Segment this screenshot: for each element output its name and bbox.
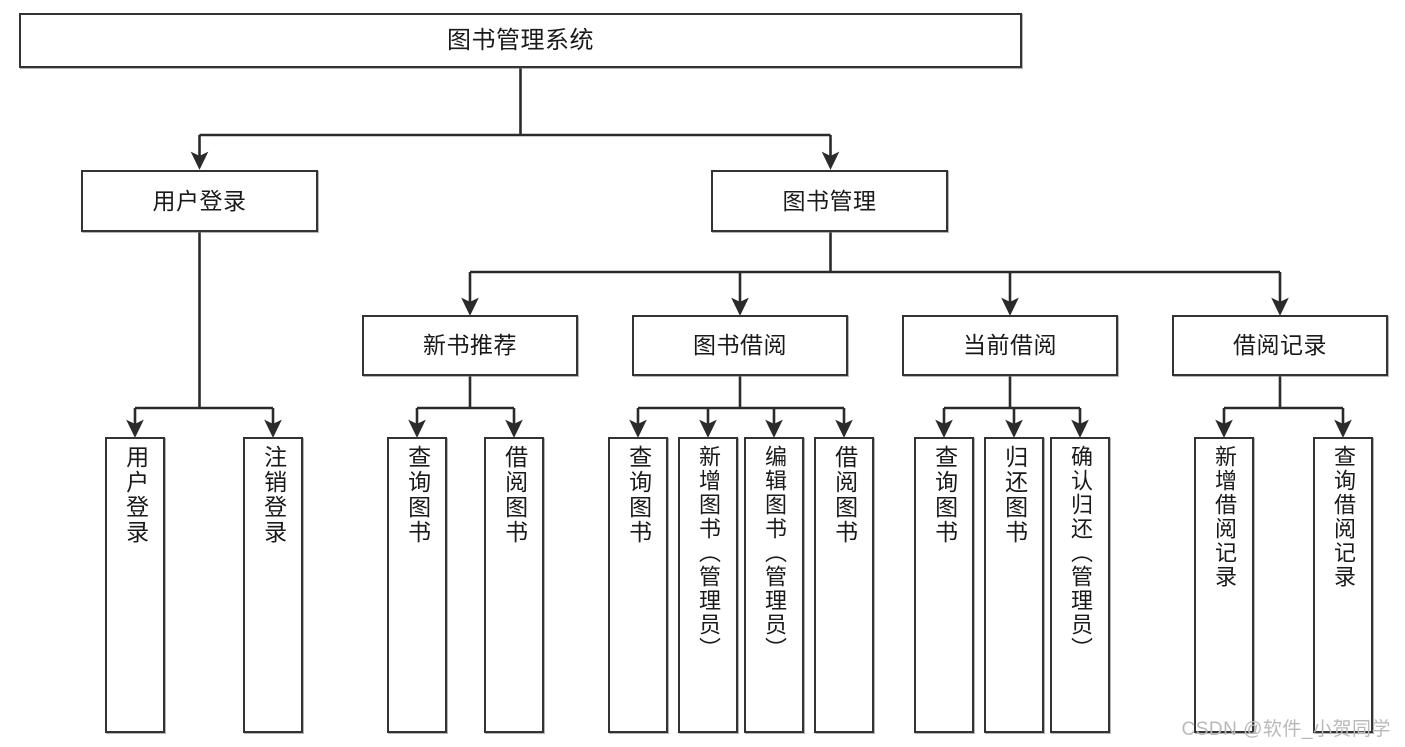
leaf-return-book[interactable]: 归还图书 xyxy=(984,437,1044,733)
leaf-edit-book-label: 编辑图书（管理员） xyxy=(761,445,787,661)
leaf-add-book-label: 新增图书（管理员） xyxy=(695,445,721,661)
leaf-user-login-label: 用户登录 xyxy=(122,445,149,545)
leaf-borrow-book-rec[interactable]: 借阅图书 xyxy=(484,437,544,733)
leaf-confirm-return[interactable]: 确认归还（管理员） xyxy=(1050,437,1110,733)
node-book-borrow-label: 图书借阅 xyxy=(693,332,787,359)
leaf-borrow-book[interactable]: 借阅图书 xyxy=(814,437,874,733)
leaf-query-book-current[interactable]: 查询图书 xyxy=(914,437,974,733)
node-book-manage-label: 图书管理 xyxy=(782,187,877,214)
csdn-watermark: CSDN @软件_小贺同学 xyxy=(1181,719,1391,740)
node-borrow-record-label: 借阅记录 xyxy=(1233,332,1327,359)
node-new-book-rec[interactable]: 新书推荐 xyxy=(362,315,578,376)
node-user-login[interactable]: 用户登录 xyxy=(81,170,318,232)
leaf-query-record[interactable]: 查询借阅记录 xyxy=(1313,437,1373,733)
node-book-manage[interactable]: 图书管理 xyxy=(711,170,948,232)
node-current-borrow-label: 当前借阅 xyxy=(963,332,1057,359)
node-borrow-record[interactable]: 借阅记录 xyxy=(1172,315,1388,376)
leaf-return-book-label: 归还图书 xyxy=(1001,445,1028,545)
leaf-query-record-label: 查询借阅记录 xyxy=(1330,445,1356,589)
leaf-add-record[interactable]: 新增借阅记录 xyxy=(1194,437,1254,733)
node-user-login-label: 用户登录 xyxy=(152,187,247,214)
leaf-add-book[interactable]: 新增图书（管理员） xyxy=(678,437,738,733)
leaf-logout-login[interactable]: 注销登录 xyxy=(243,437,303,733)
node-new-book-rec-label: 新书推荐 xyxy=(423,332,517,359)
leaf-query-book-rec[interactable]: 查询图书 xyxy=(387,437,447,733)
node-root-label: 图书管理系统 xyxy=(447,26,594,54)
leaf-query-book-rec-label: 查询图书 xyxy=(404,445,431,545)
leaf-edit-book[interactable]: 编辑图书（管理员） xyxy=(744,437,804,733)
leaf-confirm-return-label: 确认归还（管理员） xyxy=(1067,445,1093,661)
leaf-borrow-book-rec-label: 借阅图书 xyxy=(501,445,528,545)
node-book-borrow[interactable]: 图书借阅 xyxy=(632,315,848,376)
node-root[interactable]: 图书管理系统 xyxy=(19,13,1022,68)
node-current-borrow[interactable]: 当前借阅 xyxy=(902,315,1118,376)
leaf-query-book-borrow[interactable]: 查询图书 xyxy=(608,437,668,733)
leaf-query-book-current-label: 查询图书 xyxy=(931,445,958,545)
leaf-borrow-book-label: 借阅图书 xyxy=(831,445,858,545)
leaf-logout-login-label: 注销登录 xyxy=(260,445,287,545)
leaf-query-book-borrow-label: 查询图书 xyxy=(625,445,652,545)
leaf-add-record-label: 新增借阅记录 xyxy=(1211,445,1237,589)
leaf-user-login[interactable]: 用户登录 xyxy=(105,437,165,733)
